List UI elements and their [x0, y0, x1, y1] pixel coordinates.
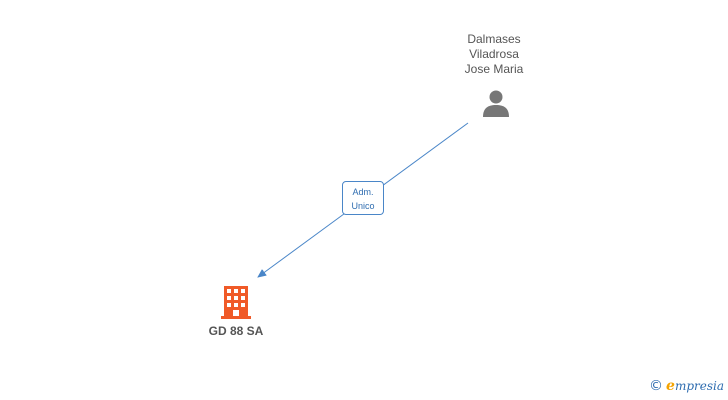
company-name[interactable]: GD 88 SA [208, 324, 264, 338]
copyright-icon: © [649, 378, 664, 394]
person-name[interactable]: Dalmases Viladrosa Jose Maria [434, 32, 554, 77]
brand-initial: e [666, 378, 675, 394]
person-name-line-3: Jose Maria [464, 62, 524, 76]
person-name-line-2: Viladrosa [469, 47, 519, 61]
person-name-line-1: Dalmases [467, 32, 521, 46]
role-badge[interactable]: Adm. Unico [342, 181, 384, 215]
person-icon[interactable] [481, 88, 511, 118]
role-line-2: Unico [351, 201, 375, 211]
role-line-1: Adm. [352, 187, 374, 197]
footer-brand[interactable]: © empresia [649, 376, 724, 396]
building-icon[interactable] [221, 285, 251, 319]
brand-logo: empresia [666, 378, 724, 394]
brand-rest: mpresia [674, 379, 724, 393]
